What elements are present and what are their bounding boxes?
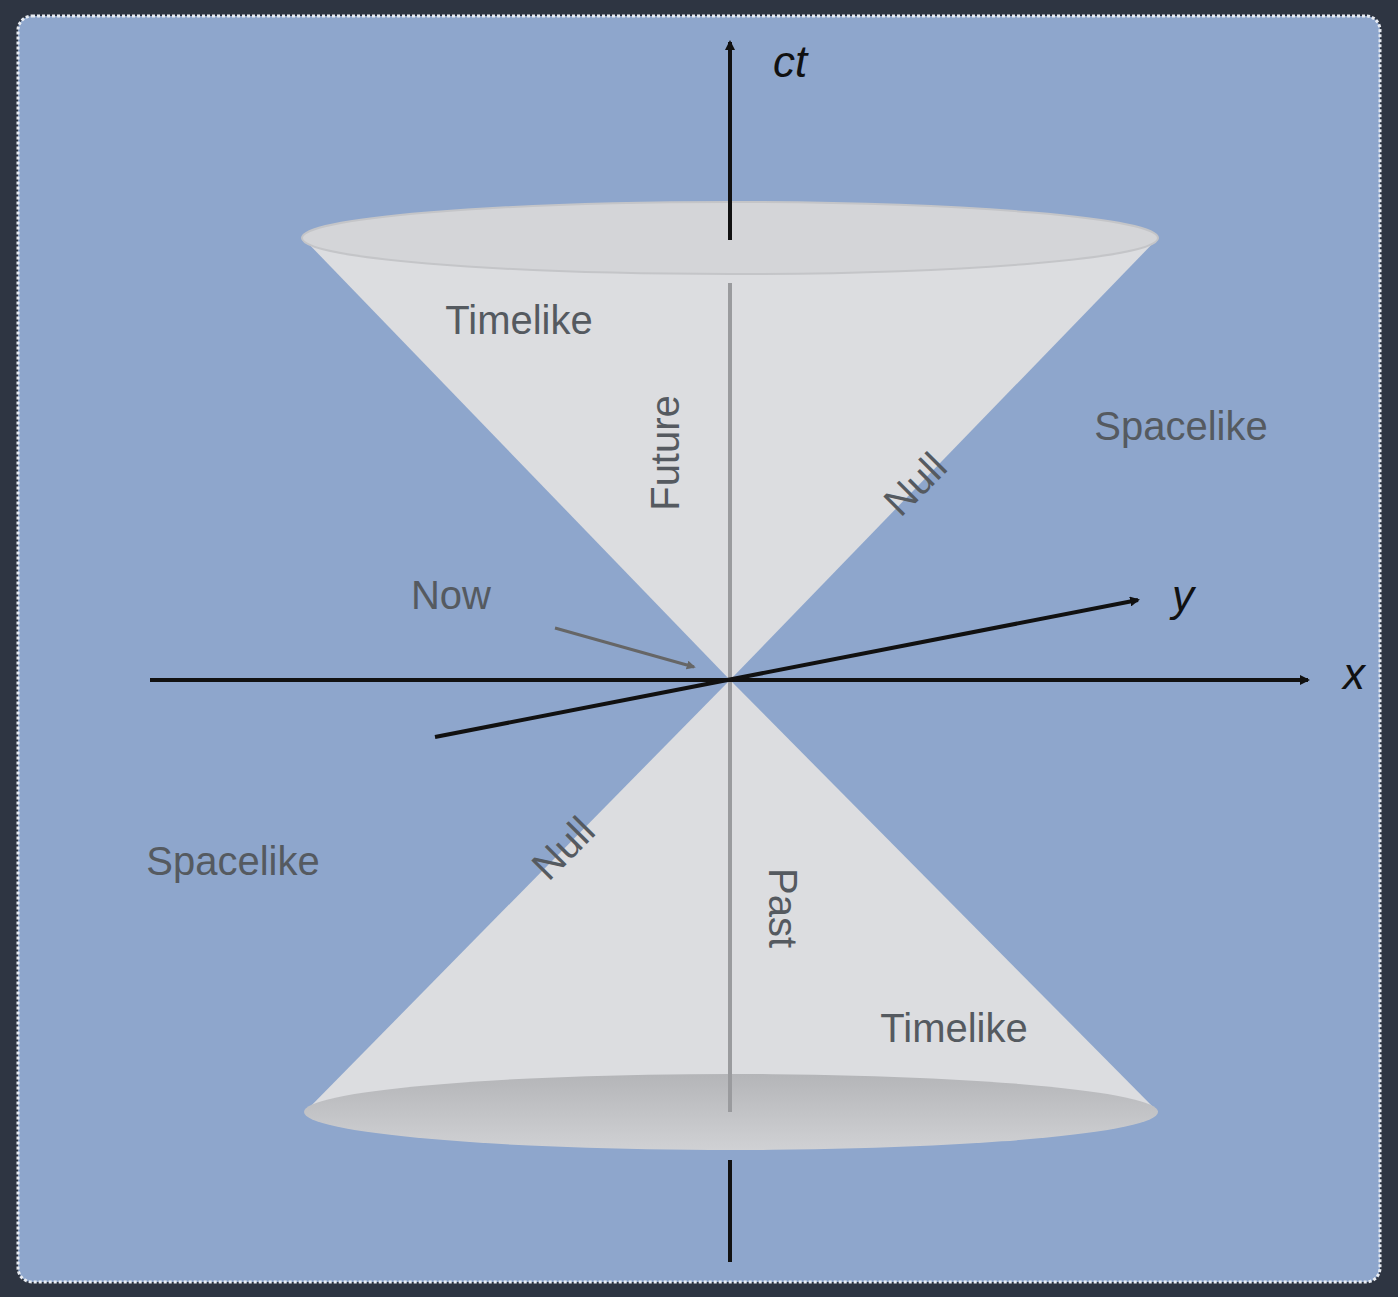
cone-label: Past: [763, 868, 803, 948]
region-label: Timelike: [445, 300, 592, 340]
axis-label: x: [1343, 652, 1365, 696]
region-label: Spacelike: [146, 841, 319, 881]
region-label: Timelike: [880, 1008, 1027, 1048]
region-label: Spacelike: [1094, 406, 1267, 446]
axis-label: y: [1172, 574, 1194, 618]
cone-label: Future: [645, 395, 685, 511]
axis-label: ct: [773, 40, 807, 84]
pointer-label: Now: [411, 575, 491, 615]
